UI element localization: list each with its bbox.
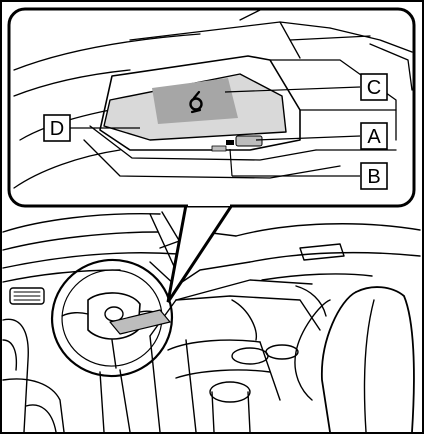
callout-b-label: B	[367, 166, 380, 188]
callout-a: A	[361, 123, 387, 149]
callout-b: B	[361, 163, 387, 189]
charger-operation-indicator-area	[236, 136, 262, 146]
operation-indicator-light	[226, 140, 234, 145]
callout-c-label: C	[367, 77, 381, 99]
callout-d: D	[44, 115, 70, 141]
callout-a-label: A	[367, 126, 381, 148]
callout-d-label: D	[50, 118, 64, 140]
callout-c: C	[361, 74, 387, 100]
